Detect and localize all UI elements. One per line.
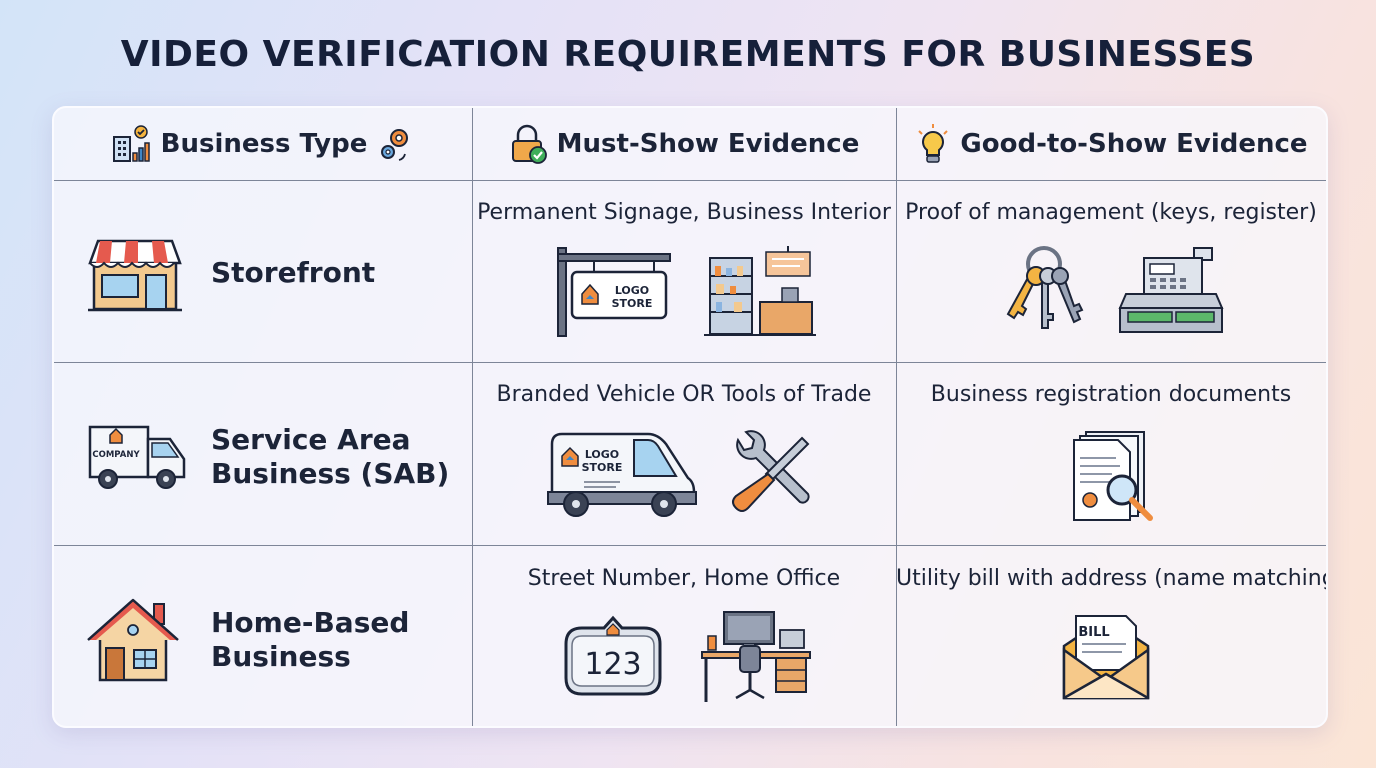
column-divider (896, 108, 897, 726)
business-type-name-line: Service Area (211, 423, 411, 456)
business-type-cell-storefront: Storefront (54, 181, 472, 362)
house-number-plaque-icon: 123 (564, 615, 662, 696)
bill-text: BILL (1078, 625, 1109, 640)
good-to-show-caption: Business registration documents (930, 382, 1292, 407)
row-divider (54, 180, 1326, 181)
header-good-to-show: Good-to-Show Evidence (896, 108, 1326, 180)
business-type-name-line: Business (211, 640, 351, 673)
must-show-caption: Branded Vehicle OR Tools of Trade (496, 382, 872, 407)
header-label: Must-Show Evidence (556, 129, 860, 159)
cash-register-icon (1118, 247, 1224, 333)
van-logo-text: STORE (582, 461, 623, 474)
row-divider (54, 362, 1326, 363)
business-type-name: Storefront (211, 256, 376, 289)
house-number-text: 123 (584, 647, 641, 682)
delivery-van-icon: COMPANY (88, 425, 186, 489)
tools-icon (732, 430, 810, 512)
header-must-show: Must-Show Evidence (472, 108, 896, 180)
business-type-name: Home-Based Business (211, 606, 409, 674)
building-chart-icon (112, 125, 150, 162)
lock-check-icon (511, 124, 547, 164)
house-icon (87, 598, 179, 682)
business-type-name: Service Area Business (SAB) (211, 423, 449, 491)
must-show-caption: Permanent Signage, Business Interior (477, 200, 891, 225)
van-logo-text: LOGO (585, 448, 619, 461)
header-label: Good-to-Show Evidence (960, 129, 1308, 159)
good-to-show-caption: Proof of management (keys, register) (905, 200, 1317, 225)
signage-icon: LOGO STORE (557, 247, 671, 337)
keys-icon (1006, 246, 1084, 329)
sign-text: LOGO (615, 284, 649, 297)
utility-bill-envelope-icon: BILL (1062, 615, 1150, 700)
business-interior-icon (704, 246, 816, 336)
header-label: Business Type (160, 129, 368, 159)
requirements-table: Business Type Must-Show Evidence Good-to… (52, 106, 1328, 728)
row-divider (54, 545, 1326, 546)
good-to-show-caption: Utility bill with address (name matching… (896, 566, 1328, 591)
branded-vehicle-icon: LOGO STORE (547, 432, 697, 517)
business-type-name-line: Home-Based (211, 606, 410, 639)
van-company-text: COMPANY (92, 450, 140, 460)
column-divider (472, 108, 473, 726)
header-business-type: Business Type (54, 108, 472, 180)
sign-text: STORE (612, 297, 653, 310)
lightbulb-icon (918, 124, 949, 163)
gears-icon (381, 129, 409, 161)
storefront-icon (88, 239, 182, 312)
business-type-cell-sab: COMPANY Service Area Business (SAB) (54, 363, 472, 545)
registration-documents-icon (1073, 431, 1153, 521)
must-show-caption: Street Number, Home Office (527, 566, 841, 591)
home-office-icon (701, 611, 811, 702)
business-type-name-line: Business (SAB) (211, 457, 450, 490)
business-type-cell-home: Home-Based Business (54, 546, 472, 726)
page-title: VIDEO VERIFICATION REQUIREMENTS FOR BUSI… (120, 34, 1256, 75)
